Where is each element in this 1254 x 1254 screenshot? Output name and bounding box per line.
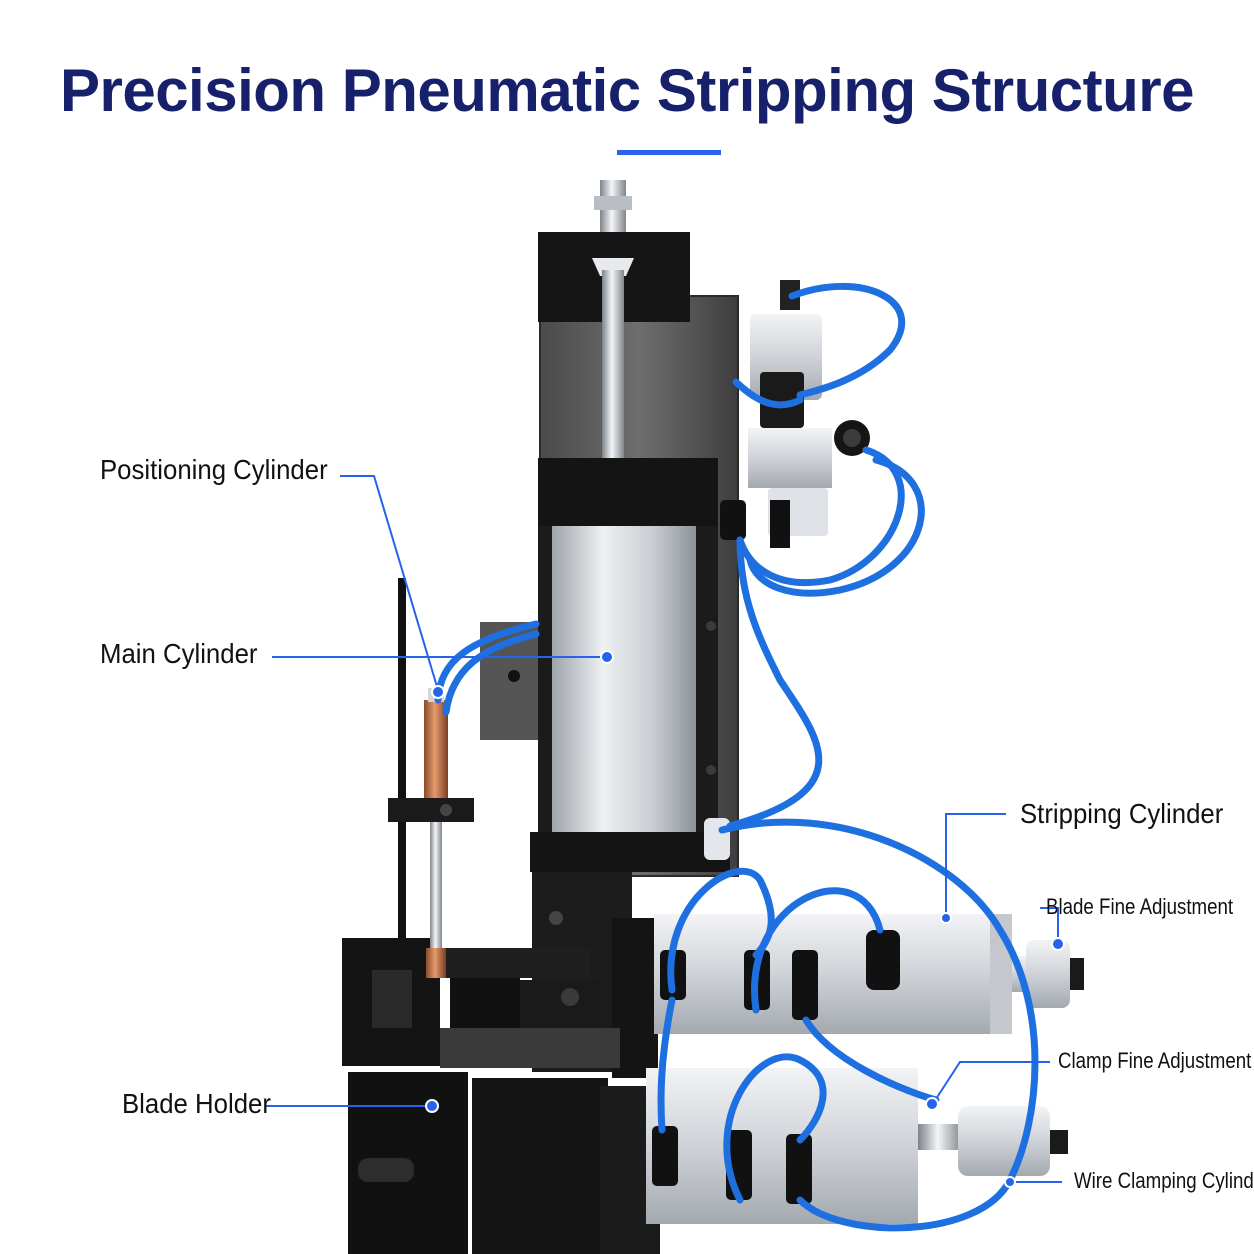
leader-positioning-cylinder xyxy=(340,475,439,691)
blade-holder-frame xyxy=(342,938,660,1254)
stripping-cylinder-body xyxy=(654,914,1084,1034)
air-regulator xyxy=(748,280,870,548)
label-wire-clamping-cylinder: Wire Clamping Cylinder xyxy=(1074,1168,1254,1193)
label-clamp-fine-adjustment: Clamp Fine Adjustment xyxy=(1058,1048,1252,1073)
air-tubes xyxy=(434,282,1039,1232)
leader-blade-fine-adjustment xyxy=(1040,907,1059,942)
label-main-cylinder: Main Cylinder xyxy=(100,638,258,669)
wire-clamping-cylinder-body xyxy=(646,1068,1068,1224)
positioning-cylinder-body xyxy=(388,578,474,978)
callout-lines xyxy=(266,475,1062,1183)
page-title: Precision Pneumatic Stripping Structure xyxy=(59,57,1195,124)
label-positioning-cylinder: Positioning Cylinder xyxy=(100,454,328,485)
top-cap xyxy=(538,180,690,485)
label-blade-fine-adjustment: Blade Fine Adjustment xyxy=(1046,894,1234,919)
leader-clamp-fine-adjustment xyxy=(933,1061,1050,1103)
title-underline xyxy=(617,150,721,155)
label-blade-holder: Blade Holder xyxy=(122,1088,271,1119)
leader-stripping-cylinder xyxy=(945,813,1006,916)
label-stripping-cylinder: Stripping Cylinder xyxy=(1020,798,1224,829)
main-cylinder-body xyxy=(530,458,730,872)
callout-dots xyxy=(425,650,1065,1188)
